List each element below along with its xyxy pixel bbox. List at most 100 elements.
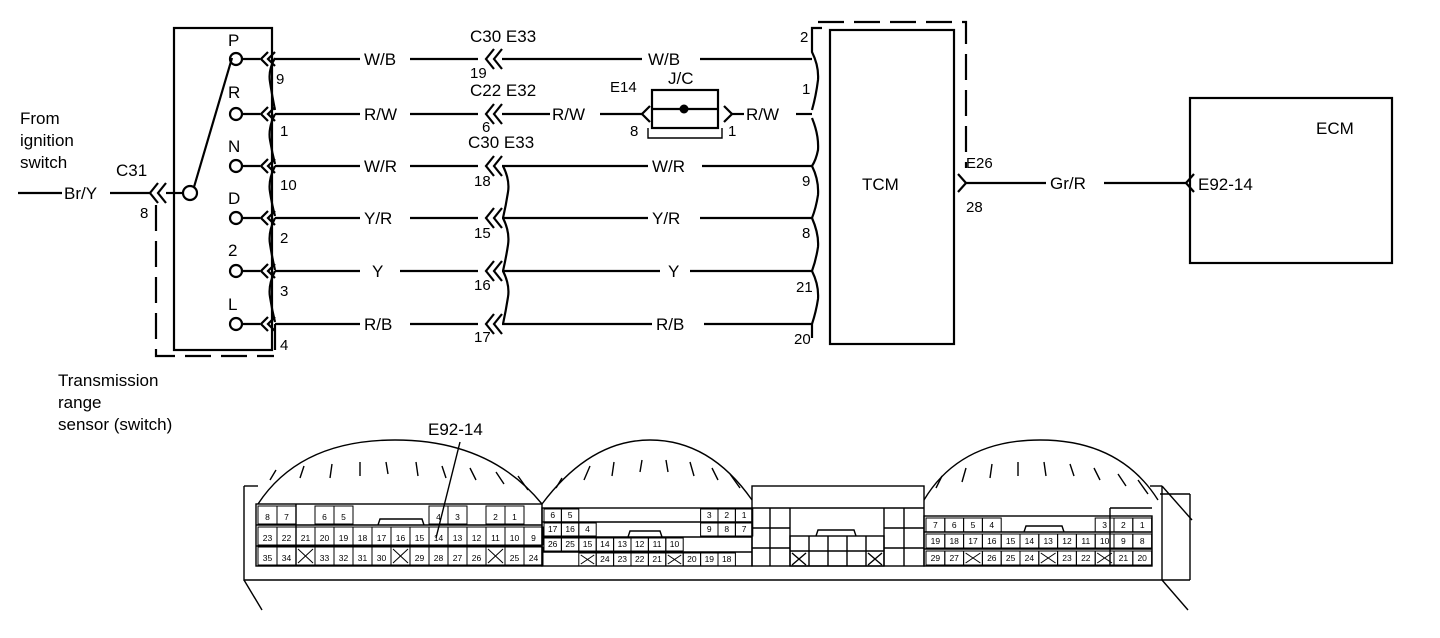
left-pin-28: 28 xyxy=(434,553,444,563)
tcm-pin-21: 21 xyxy=(796,279,813,296)
wire-label-y-right: Y xyxy=(668,262,679,281)
right-pin-23: 23 xyxy=(1062,553,1072,563)
left-cell xyxy=(523,526,544,546)
left-pin-19: 19 xyxy=(339,533,349,543)
right-pin-25: 25 xyxy=(1006,553,1016,563)
connector-c30-e33-n: C30 E33 xyxy=(468,133,534,152)
circuit-D: 2 Y/R 15 Y/R 8 xyxy=(242,207,812,247)
left-pin-35: 35 xyxy=(263,553,273,563)
wire-label-wr-left: W/R xyxy=(364,157,397,176)
left-pin-6: 6 xyxy=(322,512,327,522)
wire-label-wb-left: W/B xyxy=(364,50,396,69)
wire-label-rw-mid: R/W xyxy=(552,105,585,124)
svg-text:switch: switch xyxy=(20,153,67,172)
mid-cell xyxy=(665,537,684,552)
source-label: From ignition switch xyxy=(20,109,74,172)
switch-common-contact xyxy=(181,184,199,202)
left-pin-3: 3 xyxy=(455,512,460,522)
right-cell xyxy=(1132,533,1153,549)
mid-pin-15: 15 xyxy=(583,539,593,549)
conn-pin-6: 6 xyxy=(482,119,490,136)
sensor-ground-shield xyxy=(154,205,274,358)
left-pin-2: 2 xyxy=(493,512,498,522)
mid-pin-22: 22 xyxy=(635,554,645,564)
left-pin-30: 30 xyxy=(377,553,387,563)
left-pin-27: 27 xyxy=(453,553,463,563)
mid-pin-16: 16 xyxy=(565,524,575,534)
right-pin-14: 14 xyxy=(1025,536,1035,546)
right-pin-5: 5 xyxy=(971,520,976,530)
left-pin-12: 12 xyxy=(472,533,482,543)
left-pin-34: 34 xyxy=(282,553,292,563)
position-R: R xyxy=(228,83,244,122)
left-pin-23: 23 xyxy=(263,533,273,543)
mid-cell xyxy=(734,522,754,537)
position-N: N xyxy=(228,137,244,174)
ecm-label: ECM xyxy=(1316,119,1354,138)
mid-pin-9: 9 xyxy=(707,524,712,534)
mid-pin-13: 13 xyxy=(618,539,628,549)
inline-connector-brace xyxy=(501,165,510,325)
right-pin-27: 27 xyxy=(949,553,959,563)
left-blank-cavity xyxy=(297,548,314,564)
svg-text:D: D xyxy=(228,189,240,208)
right-pin-7: 7 xyxy=(933,520,938,530)
tcm-pin-2: 2 xyxy=(800,29,808,46)
left-pin-8: 8 xyxy=(265,512,270,522)
right-pin-21: 21 xyxy=(1119,553,1129,563)
left-pin-10: 10 xyxy=(510,533,520,543)
right-pin-13: 13 xyxy=(1043,536,1053,546)
grr-wire-label: Gr/R xyxy=(1050,174,1086,193)
right-blank-cavity xyxy=(965,552,981,564)
mid-pin-20: 20 xyxy=(687,554,697,564)
right-pin-24: 24 xyxy=(1025,553,1035,563)
wire-label-rb-right: R/B xyxy=(656,315,684,334)
tcm-pin-1: 1 xyxy=(802,81,810,98)
right-pin-6: 6 xyxy=(952,520,957,530)
wire-label-y-left: Y xyxy=(372,262,383,281)
right-pin-29: 29 xyxy=(931,553,941,563)
mid-blank-cavity xyxy=(580,554,595,565)
left-pin-16: 16 xyxy=(396,533,406,543)
jc-label: J/C xyxy=(668,69,694,88)
left-blank-cavity xyxy=(392,548,409,564)
left-pin-7: 7 xyxy=(284,512,289,522)
left-pin-31: 31 xyxy=(358,553,368,563)
left-pin-21: 21 xyxy=(301,533,311,543)
mid-pin-10: 10 xyxy=(670,539,680,549)
mid-pin-2: 2 xyxy=(724,510,729,520)
wire-label-rb-left: R/B xyxy=(364,315,392,334)
ecm-box xyxy=(1188,96,1394,265)
mid-pin-23: 23 xyxy=(618,554,628,564)
svg-text:L: L xyxy=(228,295,237,314)
right-pin-17: 17 xyxy=(968,536,978,546)
circuit-R: 1 R/W C22 E32 6 R/W J/C E14 8 1 R/W 1 xyxy=(242,69,812,140)
left-cell xyxy=(276,505,297,525)
left-pin-14: 14 xyxy=(434,533,444,543)
svg-text:R: R xyxy=(228,83,240,102)
left-pin-1: 1 xyxy=(512,512,517,522)
left-pin-20: 20 xyxy=(320,533,330,543)
tcm-pin-8: 8 xyxy=(802,225,810,242)
ecm-terminal-label: E92-14 xyxy=(1198,175,1253,194)
position-P: P xyxy=(228,31,244,67)
svg-text:ignition: ignition xyxy=(20,131,74,150)
right-pin-12: 12 xyxy=(1062,536,1072,546)
mid-pin-19: 19 xyxy=(705,554,715,564)
mid-cell xyxy=(578,522,597,537)
left-pin-22: 22 xyxy=(282,533,292,543)
mid-pin-21: 21 xyxy=(652,554,662,564)
mid-pin-14: 14 xyxy=(600,539,610,549)
connector-c30-e33-p: C30 E33 xyxy=(470,27,536,46)
sensor-pin-9: 9 xyxy=(276,71,284,88)
sensor-pin-1: 1 xyxy=(280,123,288,140)
wire-label-rw-right: R/W xyxy=(746,105,779,124)
left-pin-11: 11 xyxy=(491,533,500,543)
conn-pin-19: 19 xyxy=(470,65,487,82)
circuit-P: 9 W/B C30 E33 19 W/B 2 xyxy=(242,27,812,88)
right-pin-26: 26 xyxy=(987,553,997,563)
right-pin-9: 9 xyxy=(1121,536,1126,546)
tcm-box xyxy=(828,28,956,346)
right-cell xyxy=(1132,517,1153,533)
